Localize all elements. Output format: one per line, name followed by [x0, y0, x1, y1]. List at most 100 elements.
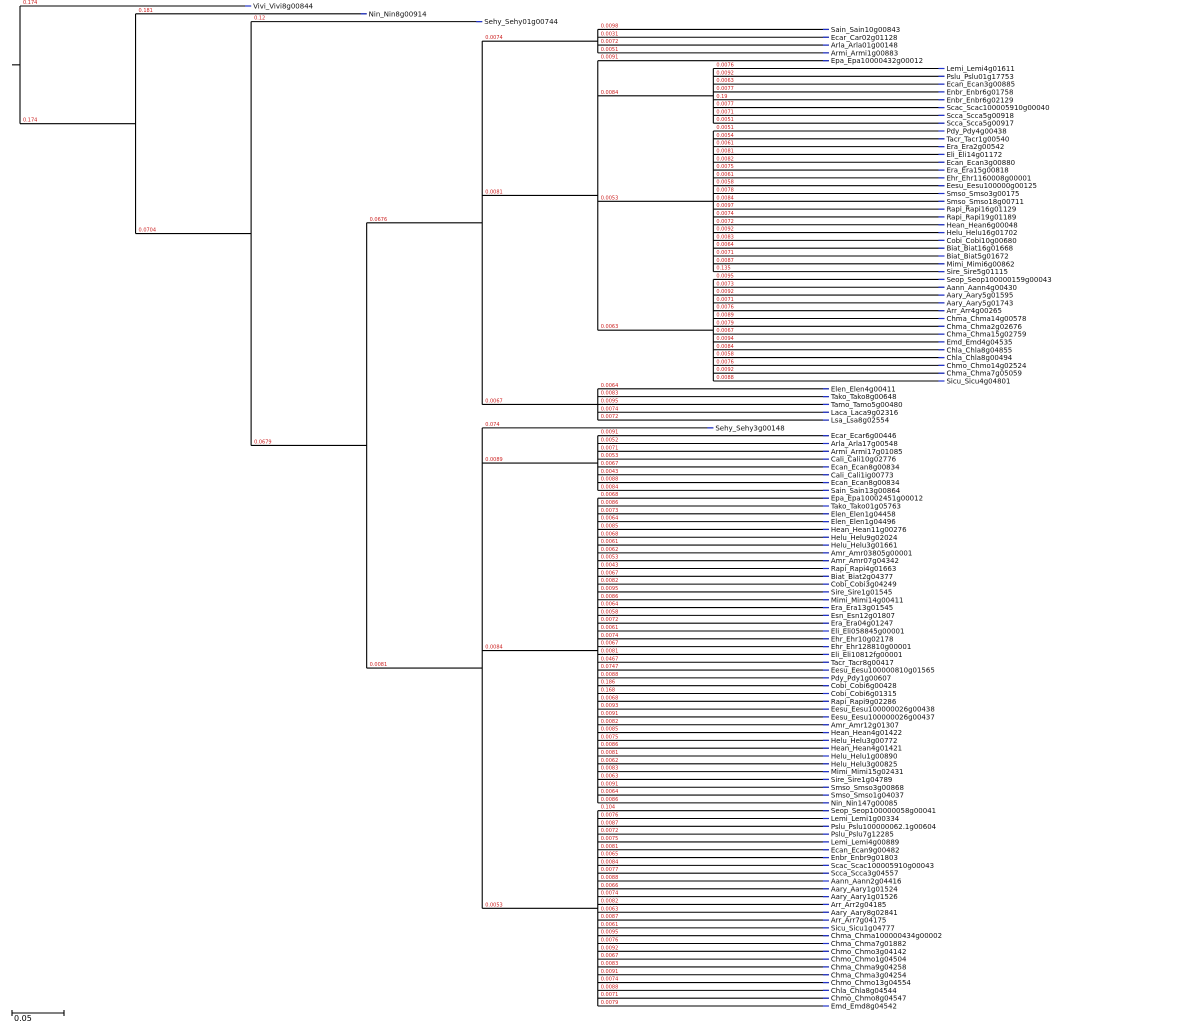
tip-label: Era_Era15g00818 — [946, 167, 1008, 175]
support-value: 0.0071 — [716, 109, 734, 115]
support-value: 0.0091 — [601, 781, 619, 787]
tip-label: Eesu_Eesu100000026g00438 — [831, 706, 935, 714]
support-value: 0.0031 — [601, 31, 619, 37]
support-value: 0.0061 — [716, 141, 734, 147]
support-value: 0.0095 — [601, 586, 619, 592]
tip-label: Chmo_Chmo1g04504 — [831, 956, 907, 964]
tip-label: Sehy_Sehy01g00744 — [484, 18, 558, 26]
support-value: 0.0052 — [601, 438, 619, 444]
support-value: 0.0081 — [601, 648, 619, 654]
tip-label: Amr_Amr07g04342 — [831, 557, 899, 565]
support-value: 0.135 — [716, 266, 730, 272]
support-value: 0.0084 — [716, 195, 734, 201]
support-value: 0.0067 — [716, 328, 734, 334]
tip-label: Cali_Cali1ig00773 — [831, 471, 894, 479]
support-value: 0.0071 — [716, 297, 734, 303]
tip-label: Cobi_Cobi10g00680 — [946, 237, 1016, 245]
support-value: 0.0081 — [601, 750, 619, 756]
support-value: 0.0067 — [601, 570, 619, 576]
support-value: 0.0076 — [716, 359, 734, 365]
tip-label: Ecan_Ecan3g00885 — [946, 81, 1015, 89]
support-value: 0.0067 — [485, 398, 503, 404]
support-value: 0.0054 — [716, 133, 734, 139]
tip-label: Ecan_Ecan8g00834 — [831, 479, 900, 487]
support-value: 0.0043 — [601, 563, 619, 569]
support-value: 0.0079 — [716, 320, 734, 326]
support-value: 0.0093 — [601, 703, 619, 709]
support-value: 0.0082 — [601, 578, 619, 584]
tip-label: Hean_Hean4g01422 — [831, 729, 902, 737]
tip-label: Chma_Chma100000434g00002 — [831, 932, 942, 940]
support-value: 0.0467 — [601, 656, 619, 662]
support-value: 0.0091 — [601, 711, 619, 717]
tip-label: Helu_Helu1g00890 — [831, 753, 898, 761]
tip-label: Pdy_Pdy4g00438 — [946, 128, 1006, 136]
support-value: 0.0067 — [601, 641, 619, 647]
tip-label: Amr_Amr12g01307 — [831, 721, 899, 729]
tip-label: Ecan_Ecan3g00880 — [946, 159, 1015, 167]
tip-label: Aary_Aary1g01526 — [831, 893, 898, 901]
tip-label: Eesu_Eesu100000810g01565 — [831, 667, 935, 675]
tip-label: Chma_Chma7g01882 — [831, 940, 907, 948]
tip-label: Elen_Elen4g00411 — [831, 385, 896, 393]
support-value: 0.168 — [601, 688, 615, 694]
tip-label: Ehr_Ehr128810g00001 — [831, 643, 911, 651]
tip-label: Sire_Sire5g01115 — [946, 268, 1008, 276]
tip-label: Sicu_Sicu4g04801 — [946, 378, 1010, 386]
tip-label: Chma_Chma14g00578 — [946, 315, 1026, 323]
support-value: 0.0058 — [716, 352, 734, 358]
tip-label: Helu_Helu9g02024 — [831, 534, 898, 542]
support-value: 0.19 — [716, 94, 727, 100]
tip-label: Pslu_Pslu7g12285 — [831, 831, 894, 839]
tip-label: Arla_Arla17g00548 — [831, 440, 898, 448]
tip-label: Cobi_Cobi6g00428 — [831, 682, 897, 690]
tip-label: Sain_Sain13g00864 — [831, 487, 901, 495]
support-value: 0.0053 — [601, 555, 619, 561]
support-value: 0.0072 — [601, 39, 619, 45]
support-value: 0.0087 — [601, 820, 619, 826]
tip-label: Pdy_Pdy1g00607 — [831, 674, 891, 682]
tip-label: Chma_Chma9g04258 — [831, 963, 907, 971]
support-value: 0.0095 — [716, 273, 734, 279]
support-value: 0.0061 — [601, 539, 619, 545]
support-value: 0.0077 — [601, 867, 619, 873]
tip-label: Rapi_Rapi19g01189 — [946, 213, 1016, 221]
tip-label: Tako_Tako01g05763 — [830, 503, 901, 511]
support-value: 0.0082 — [716, 156, 734, 162]
tip-label: Hean_Hean11g00276 — [831, 526, 907, 534]
tip-label: Scca_Scca5g00918 — [946, 112, 1014, 120]
support-value: 0.0084 — [601, 90, 619, 96]
tip-label: Elen_Elen1g04458 — [831, 510, 896, 518]
branch-layer — [12, 5, 945, 1007]
tip-label: Tacr_Tacr1g00540 — [945, 135, 1009, 143]
support-value: 0.0075 — [601, 734, 619, 740]
tip-marker-layer — [245, 5, 945, 1007]
tip-label: Cobi_Cobi3g04249 — [831, 581, 897, 589]
support-value: 0.0064 — [716, 242, 734, 248]
support-value: 0.0088 — [601, 477, 619, 483]
tip-label: Mimi_Mimi14g00411 — [831, 596, 904, 604]
support-value: 0.0076 — [601, 813, 619, 819]
support-value: 0.0074 — [601, 977, 619, 983]
support-value: 0.0062 — [601, 758, 619, 764]
support-value: 0.0704 — [139, 228, 157, 234]
support-value: 0.0082 — [601, 719, 619, 725]
tip-label: Epa_Epa10000432g00012 — [831, 57, 923, 65]
support-value: 0.0063 — [601, 906, 619, 912]
support-value: 0.0089 — [485, 457, 503, 463]
tip-label: Aary_Aary5g01743 — [946, 299, 1013, 307]
tip-label: Mimi_Mimi6g00862 — [946, 260, 1014, 268]
support-value: 0.0074 — [485, 35, 503, 41]
tip-label: Sain_Sain10g00843 — [831, 26, 900, 34]
support-value: 0.0092 — [716, 289, 734, 295]
tip-label: Hean_Hean4g01421 — [831, 745, 902, 753]
support-value: 0.0088 — [716, 375, 734, 381]
tip-label: Sire_Sire1g04789 — [831, 776, 893, 784]
tip-label: Smso_Smso1g04037 — [831, 792, 904, 800]
tip-label: Era_Era04g01247 — [831, 620, 893, 628]
tip-label: Chla_Chla8g00494 — [946, 354, 1012, 362]
tip-label: Seop_Seop100000058g00041 — [831, 807, 936, 815]
tip-label: Scac_Scac100005910g00043 — [831, 862, 934, 870]
tip-label: Cobi_Cobi6g01315 — [831, 690, 897, 698]
